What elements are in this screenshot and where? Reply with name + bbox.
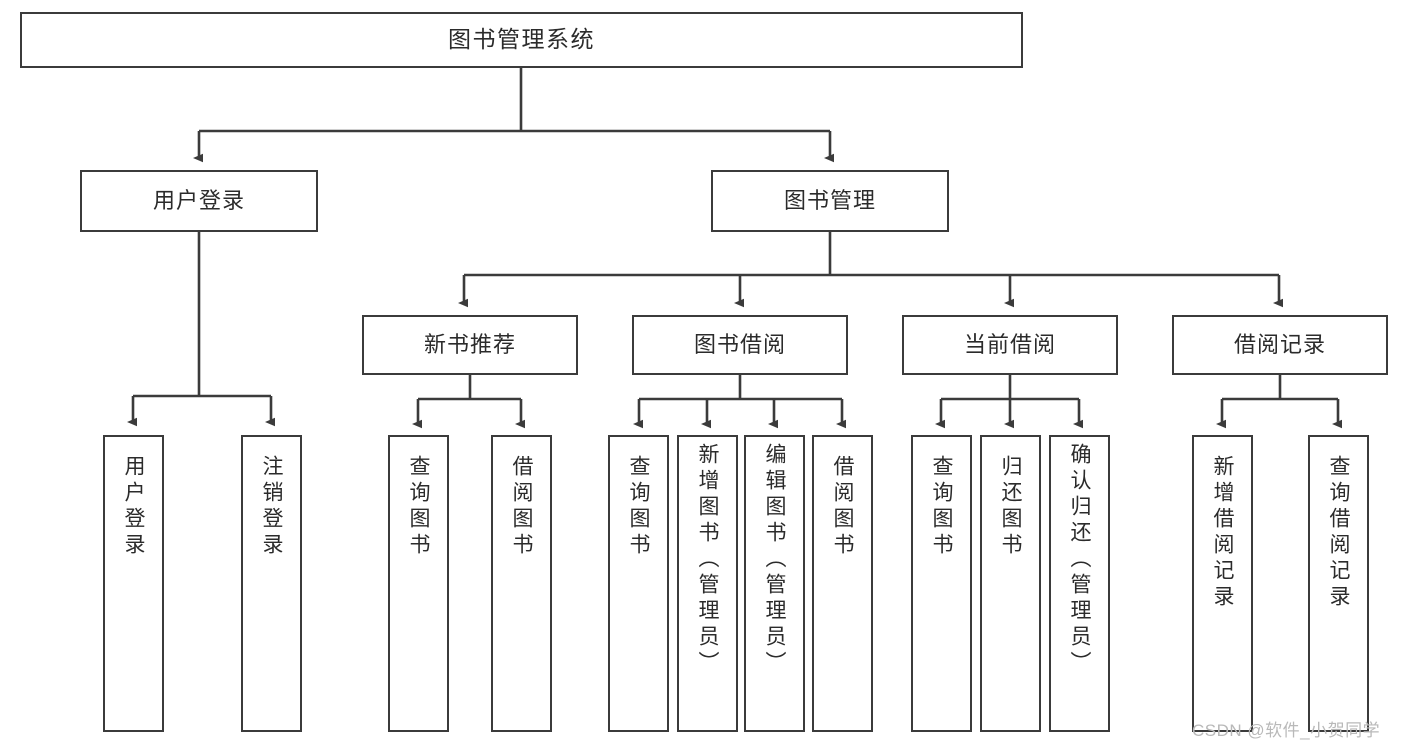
- node-label: 当前借阅: [963, 332, 1056, 358]
- leaf-book-borrow-add-admin[interactable]: 新增图书（管理员）: [677, 435, 738, 732]
- leaf-current-borrow-confirm-return-admin[interactable]: 确认归还（管理员）: [1049, 435, 1110, 732]
- leaf-new-book-borrow[interactable]: 借阅图书: [491, 435, 552, 732]
- node-root-book-management-system[interactable]: 图书管理系统: [20, 12, 1023, 68]
- node-label: 新增图书（管理员）: [696, 443, 719, 677]
- node-label: 借阅图书: [510, 455, 533, 559]
- node-label: 图书借阅: [693, 332, 786, 358]
- node-new-book-recommend[interactable]: 新书推荐: [362, 315, 578, 375]
- leaf-book-borrow-query[interactable]: 查询图书: [608, 435, 669, 732]
- leaf-user-login-signout[interactable]: 注销登录: [241, 435, 302, 732]
- node-label: 用户登录: [152, 188, 245, 214]
- node-current-borrow[interactable]: 当前借阅: [902, 315, 1118, 375]
- node-label: 确认归还（管理员）: [1068, 443, 1091, 677]
- node-label: 查询借阅记录: [1327, 455, 1350, 611]
- node-label: 图书管理: [783, 188, 876, 214]
- node-label: 查询图书: [407, 455, 430, 559]
- node-user-login[interactable]: 用户登录: [80, 170, 318, 232]
- node-borrow-record[interactable]: 借阅记录: [1172, 315, 1388, 375]
- node-label: 查询图书: [627, 455, 650, 559]
- leaf-new-book-query[interactable]: 查询图书: [388, 435, 449, 732]
- node-book-borrow[interactable]: 图书借阅: [632, 315, 848, 375]
- node-label: 注销登录: [260, 455, 283, 559]
- node-label: 查询图书: [930, 455, 953, 559]
- node-label: 借阅图书: [831, 455, 854, 559]
- leaf-current-borrow-return[interactable]: 归还图书: [980, 435, 1041, 732]
- node-label: 借阅记录: [1233, 332, 1326, 358]
- leaf-borrow-record-add[interactable]: 新增借阅记录: [1192, 435, 1253, 732]
- leaf-user-login-signin[interactable]: 用户登录: [103, 435, 164, 732]
- node-label: 用户登录: [122, 455, 145, 559]
- node-label: 图书管理系统: [448, 26, 595, 53]
- csdn-watermark: CSDN @软件_小贺同学: [1192, 721, 1381, 740]
- leaf-current-borrow-query[interactable]: 查询图书: [911, 435, 972, 732]
- leaf-borrow-record-query[interactable]: 查询借阅记录: [1308, 435, 1369, 732]
- node-label: 新书推荐: [423, 332, 516, 358]
- leaf-book-borrow-borrow[interactable]: 借阅图书: [812, 435, 873, 732]
- node-label: 编辑图书（管理员）: [763, 443, 786, 677]
- node-book-management[interactable]: 图书管理: [711, 170, 949, 232]
- node-label: 归还图书: [999, 455, 1022, 559]
- node-label: 新增借阅记录: [1211, 455, 1234, 611]
- leaf-book-borrow-edit-admin[interactable]: 编辑图书（管理员）: [744, 435, 805, 732]
